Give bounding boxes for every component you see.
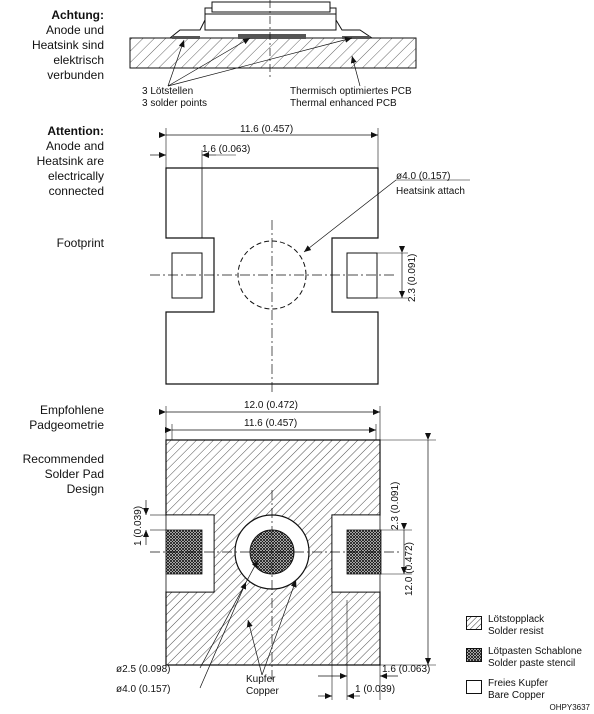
drawing-code: OHPY3637 (549, 703, 590, 712)
pcb-section (129, 37, 417, 69)
fp-pad-height-dim: 2.3 (0.091) (407, 254, 418, 302)
pad-geometry-label: Empfohlene Padgeometrie (0, 403, 104, 433)
fp-pad-dim: 1.6 (0.063) (202, 144, 251, 155)
attention-line-1: Anode and (45, 139, 104, 153)
attention-line-2: Heatsink are (36, 154, 104, 168)
solder-points-note: 3 Lötstellen 3 solder points (142, 86, 207, 110)
attention-note: Attention: Anode and Heatsink are electr… (0, 124, 104, 199)
solder-paste-swatch (466, 648, 482, 662)
footprint-label: Footprint (56, 236, 104, 250)
solder-point-center (238, 34, 306, 39)
fp-width-dim: 11.6 (0.457) (240, 124, 294, 135)
legend-de-2: Lötpasten Schablone (488, 646, 582, 657)
empf-line-2: Padgeometrie (29, 418, 104, 432)
copper-de: Kupfer (246, 674, 276, 685)
solder-points-de: 3 Lötstellen (142, 86, 194, 97)
pad-outer-width-dim: 12.0 (0.472) (244, 400, 298, 411)
legend-en-3: Bare Copper (488, 690, 545, 701)
achtung-note: Achtung: Anode und Heatsink sind elektri… (0, 8, 104, 83)
solder-point-right (342, 36, 370, 39)
pad-edge-dim: 1.6 (0.063) (382, 664, 431, 675)
attention-title: Attention: (47, 124, 104, 138)
fp-hole-dim: ø4.0 (0.157) (396, 171, 451, 182)
pad-d1-dim: ø2.5 (0.098) (116, 664, 171, 675)
rec-line-1: Recommended (22, 452, 104, 466)
pad-design-drawing: 12.0 (0.472) 2.3 (0.091) 1 (0.039) (133, 406, 436, 700)
rec-line-3: Design (66, 482, 104, 496)
pad-slot-dim: 2.3 (0.091) (390, 482, 401, 530)
footprint-drawing: 2.3 (0.091) (150, 128, 470, 392)
legend-en-2: Solder paste stencil (488, 658, 576, 669)
pad-inner-width-dim: 11.6 (0.457) (244, 418, 298, 429)
achtung-line-3: elektrisch (53, 53, 104, 67)
achtung-line-4: verbunden (47, 68, 104, 82)
component-lens (211, 1, 331, 13)
legend-de-1: Lötstopplack (488, 614, 545, 625)
component-outline (130, 7, 373, 39)
pcb-en: Thermal enhanced PCB (290, 98, 397, 109)
pad-outer-height-dim: 12.0 (0.472) (404, 542, 415, 596)
fp-hole-note: Heatsink attach (396, 186, 465, 197)
solder-points-en: 3 solder points (142, 98, 208, 109)
component-body (204, 13, 337, 31)
achtung-line-1: Anode und (45, 23, 104, 37)
attention-line-4: connected (48, 184, 104, 198)
achtung-title: Achtung: (51, 8, 104, 22)
legend-de-3: Freies Kupfer (488, 678, 549, 689)
pad-edge2-dim: 1 (0.039) (355, 684, 396, 695)
pcb-de: Thermisch optimiertes PCB (290, 86, 412, 97)
solder-point-left (172, 36, 200, 39)
rec-line-2: Solder Pad (44, 467, 104, 481)
solder-resist-swatch (466, 616, 482, 630)
pad-gap-dim: 1 (0.039) (133, 506, 144, 546)
cross-section (129, 0, 417, 87)
pad-d2-dim: ø4.0 (0.157) (116, 684, 171, 695)
empf-line-1: Empfohlene (39, 403, 104, 417)
copper-en: Copper (246, 686, 279, 697)
bare-copper-swatch (466, 680, 482, 694)
achtung-line-2: Heatsink sind (31, 38, 104, 52)
attention-line-3: electrically (47, 169, 104, 183)
pcb-note: Thermisch optimiertes PCB Thermal enhanc… (290, 86, 412, 110)
copper-label: Kupfer Copper (246, 674, 279, 698)
recommended-label: Recommended Solder Pad Design (0, 452, 104, 497)
legend-en-1: Solder resist (488, 626, 544, 637)
